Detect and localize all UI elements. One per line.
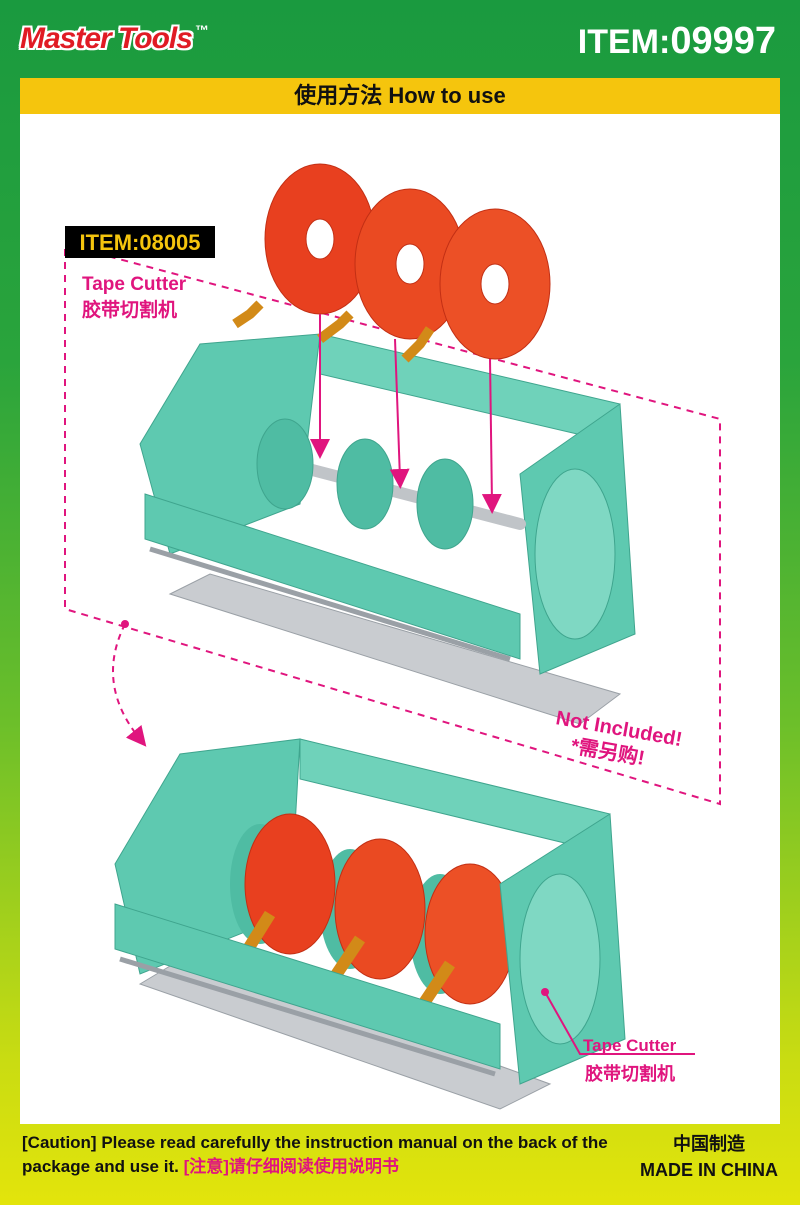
item-badge-text: ITEM:08005: [79, 230, 200, 255]
arrow-origin-dot: [121, 620, 129, 628]
tape-cutter-top: [139, 333, 636, 725]
assembly-illustration: ITEM:08005 Tape Cutter 胶带切割机 Not Include…: [64, 163, 721, 1110]
caution-text-cn: [注意]请仔细阅读使用说明书: [183, 1157, 399, 1176]
illustration-panel: ITEM:08005 Tape Cutter 胶带切割机 Not Include…: [20, 114, 780, 1124]
insert-arrow-2: [389, 338, 410, 489]
caution-text-en: [Caution] Please read carefully the inst…: [22, 1133, 608, 1176]
how-to-use-banner: 使用方法 How to use: [20, 78, 780, 114]
origin-en: MADE IN CHINA: [640, 1160, 778, 1180]
tape-cutter-label-cn: 胶带切割机: [82, 298, 177, 321]
cutter-front-rail: [144, 493, 521, 660]
brand-name: Master Tools: [20, 22, 193, 55]
cutter-front-rail-2: [114, 903, 501, 1070]
tape-cutter-label-en: Tape Cutter: [82, 274, 187, 295]
cutter-back-wall-2: [299, 738, 611, 855]
cutter-blade-2: [119, 956, 496, 1077]
trademark-mark: ™: [194, 22, 209, 38]
item-badge: [65, 226, 215, 258]
spool-hub-1: [256, 418, 314, 510]
tape-rolls-top: [232, 163, 551, 363]
spool-hub-3: [416, 458, 474, 550]
tape-cutter-bottom: [114, 738, 626, 1110]
origin-label: 中国制造 MADE IN CHINA: [640, 1131, 778, 1183]
item-number: ITEM:09997: [578, 20, 776, 63]
callout-label-cn: 胶带切割机: [585, 1063, 675, 1084]
dashed-outline: [64, 249, 721, 806]
item-prefix: ITEM:: [577, 23, 671, 61]
caution-note: [Caution] Please read carefully the inst…: [22, 1131, 622, 1179]
spool-hub-2: [336, 438, 394, 530]
cutter-side-disc: [534, 468, 616, 640]
origin-cn: 中国制造: [673, 1134, 745, 1154]
item-number-value: 09997: [670, 20, 776, 62]
cutter-blade: [149, 546, 511, 662]
callout-line: [544, 991, 695, 1055]
cutter-side-disc-2: [519, 873, 601, 1045]
base-plate: [168, 573, 622, 725]
curved-arrow: [112, 623, 147, 747]
banner-title: 使用方法 How to use: [294, 83, 506, 108]
insert-arrow-3: [481, 358, 502, 514]
callout-label-en: Tape Cutter: [583, 1036, 677, 1055]
